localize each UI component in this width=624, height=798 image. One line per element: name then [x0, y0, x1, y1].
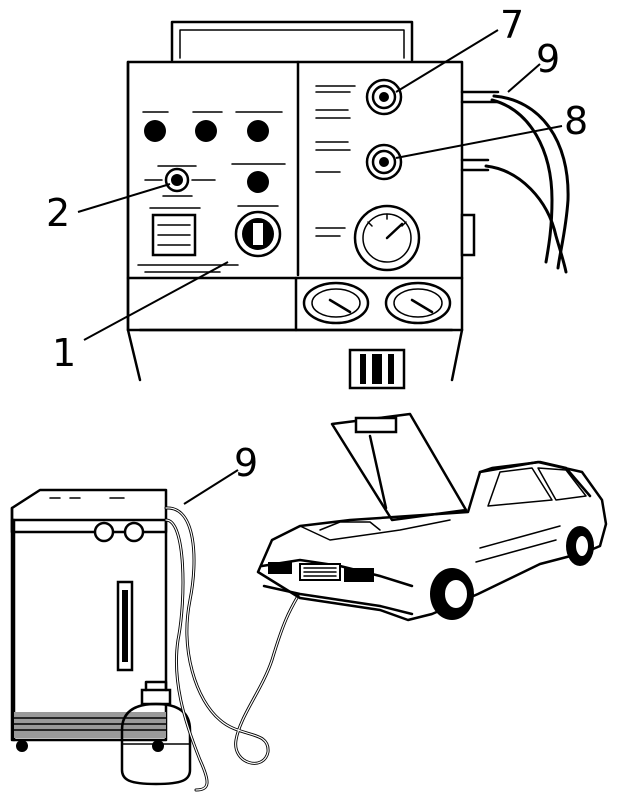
indicator-lamp-2	[195, 120, 217, 142]
hose-upper	[492, 94, 570, 270]
service-hose-1	[164, 506, 300, 765]
cart-vent-grille	[13, 712, 167, 738]
callout-9-bottom: 9	[183, 441, 258, 505]
svg-text:8: 8	[564, 99, 588, 143]
display-window	[149, 207, 201, 257]
indicator-lamp-4	[247, 171, 269, 193]
vehicle-front-wheel	[430, 568, 474, 620]
valve-knob-lower[interactable]	[365, 143, 403, 181]
cart-gauge-right	[123, 521, 145, 543]
vehicle	[256, 412, 608, 622]
service-cart	[10, 488, 300, 792]
indicator-lamp-3	[247, 120, 269, 142]
svg-text:7: 7	[500, 3, 524, 47]
svg-text:1: 1	[52, 331, 76, 375]
pressure-gauge-large	[353, 204, 421, 272]
sight-port	[348, 348, 406, 390]
valve-knob-upper[interactable]	[365, 78, 403, 116]
small-gauge-left	[302, 281, 370, 325]
svg-text:9: 9	[536, 37, 560, 81]
small-gauge-right	[384, 281, 452, 325]
callout-9-top: 9	[507, 37, 560, 93]
indicator-lamp-1	[144, 120, 166, 142]
vehicle-hood-open	[330, 412, 468, 522]
svg-text:9: 9	[234, 441, 258, 485]
vehicle-rear-wheel	[566, 526, 594, 566]
hose-lower	[484, 164, 568, 274]
callout-1: 1	[52, 261, 229, 375]
svg-text:2: 2	[46, 191, 70, 235]
callout-8: 8	[395, 99, 588, 159]
main-power-switch[interactable]	[234, 205, 282, 258]
carry-handle	[170, 20, 414, 62]
callout-7: 7	[395, 3, 524, 93]
cart-body	[10, 518, 168, 742]
vehicle-body	[256, 460, 608, 622]
selector-switch[interactable]	[144, 165, 216, 197]
cart-gauge-left	[93, 521, 115, 543]
refrigerant-cylinder	[120, 680, 192, 786]
service-hose-2	[164, 518, 209, 792]
callout-2: 2	[46, 183, 171, 235]
control-panel-closeup	[126, 20, 570, 390]
